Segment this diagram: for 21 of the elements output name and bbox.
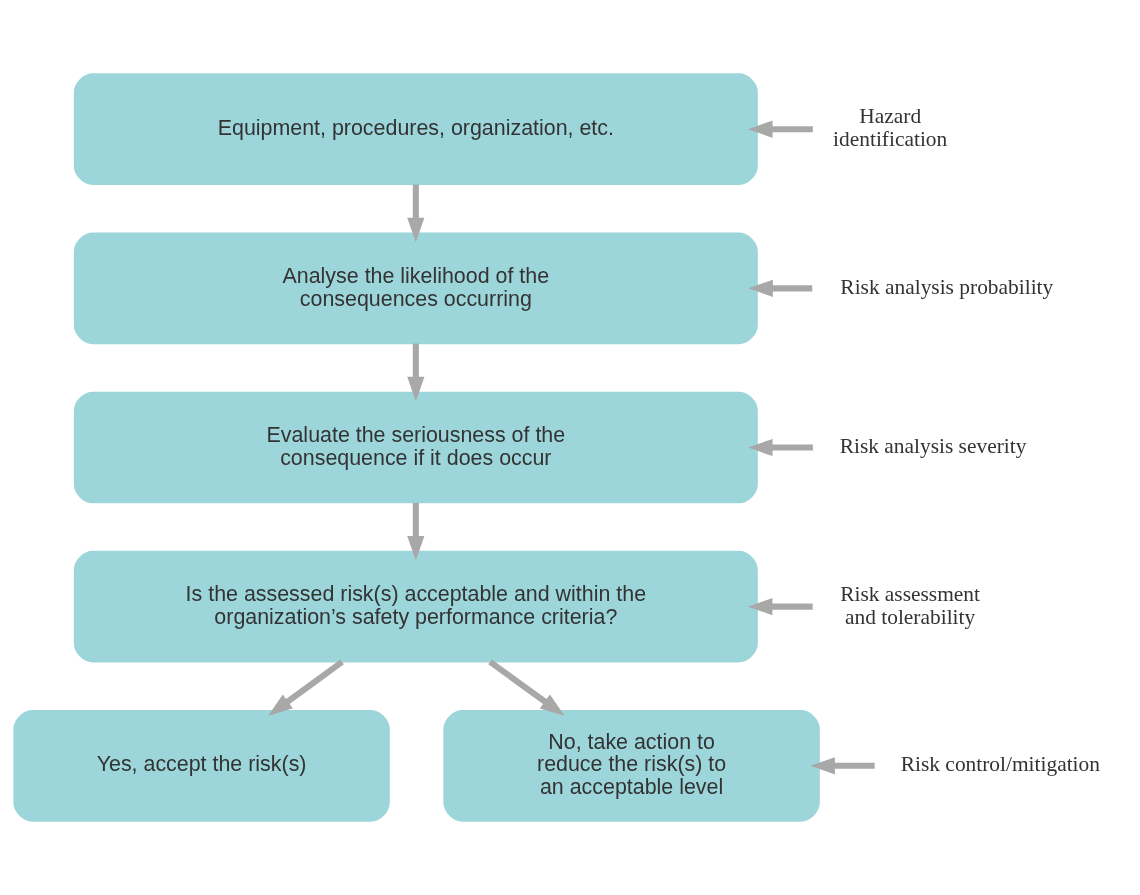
node-box: Equipment, procedures, organization, etc. (73, 73, 758, 186)
arrow (748, 438, 813, 457)
arrow (810, 757, 875, 775)
node-box: Analyse the likelihood of the consequences occurring (73, 232, 758, 345)
arrow (407, 343, 425, 402)
arrow (747, 598, 813, 616)
node-text: Hazard identification (833, 104, 948, 152)
arrow (748, 120, 813, 138)
node-text: Risk analysis probability (840, 275, 1054, 300)
arrow (267, 659, 344, 716)
arrow (407, 184, 425, 243)
node-box: No, take action to reduce the risk(s) to an acceptable level (443, 709, 820, 822)
arrow (407, 502, 425, 561)
node-box: Is the assessed risk(s) acceptable and within the organization’s safety performance criteria? (73, 550, 758, 663)
node-text: Risk control/mitigation (900, 752, 1100, 777)
node-box: Evaluate the seriousness of the consequence if it does occur (73, 391, 758, 504)
arrow (488, 659, 565, 716)
arrow (748, 279, 813, 297)
node-text: Risk analysis severity (839, 434, 1027, 459)
node-box: Yes, accept the risk(s) (13, 709, 390, 822)
node-text: Risk assessment and tolerability (840, 581, 980, 629)
